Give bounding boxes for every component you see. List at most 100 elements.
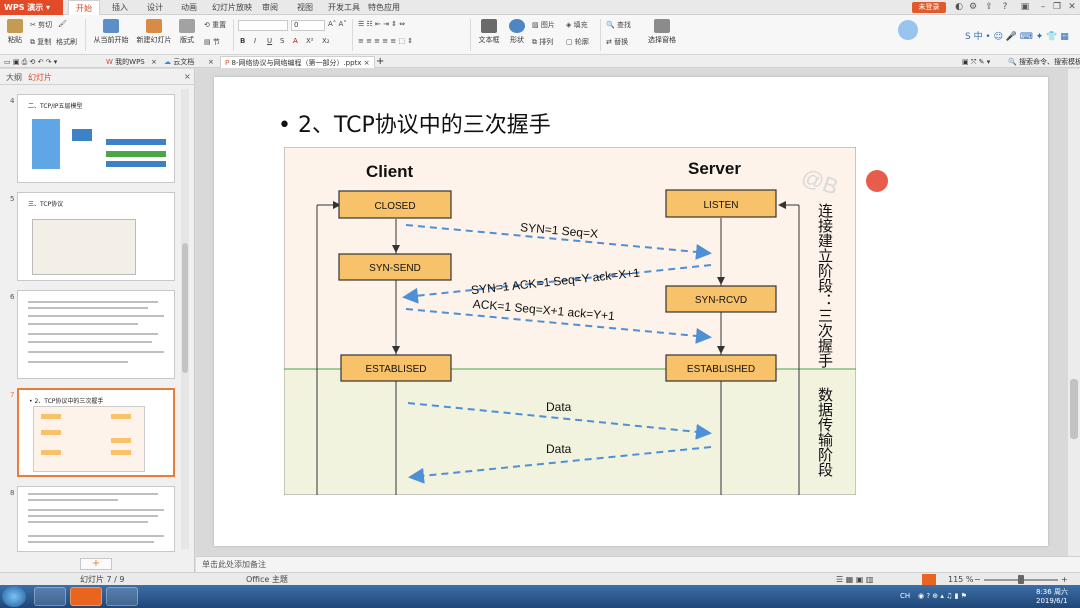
tray-icons[interactable]: ◉ ? ⊕ ▴ ♫ ▮ ⚑ bbox=[918, 592, 967, 600]
tab-cloud-doc[interactable]: ☁ 云文档 bbox=[164, 56, 194, 68]
floating-ball-icon[interactable] bbox=[898, 20, 918, 40]
share-icon[interactable]: ⇪ bbox=[985, 2, 993, 12]
zoom-in-button[interactable]: + bbox=[1061, 575, 1068, 584]
tab-insert[interactable]: 插入 bbox=[112, 3, 128, 12]
data-label-1: Data bbox=[546, 400, 572, 414]
fill-button[interactable]: ◈ 填充 bbox=[566, 21, 588, 29]
canvas-scrollbar-thumb[interactable] bbox=[1070, 379, 1078, 439]
underline-button[interactable]: U bbox=[267, 37, 273, 45]
tcp-handshake-diagram[interactable]: Client Server @B CLOSED SYN-SEND ESTABLI… bbox=[284, 147, 856, 495]
slide-thumbnail-6[interactable] bbox=[17, 290, 175, 379]
login-button[interactable]: 未登录 bbox=[912, 2, 946, 13]
copy-button[interactable]: ⧉ 复制 bbox=[30, 38, 52, 46]
slide-thumbnail-4[interactable]: 二、TCP/IP五层模型 bbox=[17, 94, 175, 183]
thumbnail-scrollbar[interactable] bbox=[181, 89, 189, 549]
cut-button[interactable]: ✂ 剪切 bbox=[30, 21, 53, 29]
tab-developer[interactable]: 开发工具 bbox=[328, 3, 360, 12]
add-slide-button[interactable]: + bbox=[80, 558, 112, 570]
paste-button[interactable]: 粘贴 bbox=[4, 19, 26, 45]
zoom-level[interactable]: 115 % bbox=[948, 575, 974, 584]
input-method-toolbar-icon[interactable]: S 中 • ☺ 🎤 ⌨ ✦ 👕 ▦ bbox=[965, 32, 1069, 42]
slideshow-icon bbox=[103, 19, 119, 33]
italic-button[interactable]: I bbox=[254, 37, 257, 45]
search-command-box[interactable]: 🔍 搜索命令、搜索模板 bbox=[1008, 56, 1080, 68]
shape-icon bbox=[509, 19, 525, 33]
from-current-button[interactable]: 从当前开始 bbox=[90, 19, 132, 45]
tab-home[interactable]: 开始 bbox=[68, 0, 100, 15]
clock-date[interactable]: 2019/6/1 bbox=[1036, 597, 1068, 605]
thumbnail-scrollbar-thumb[interactable] bbox=[182, 243, 188, 373]
skin-icon[interactable]: ◐ bbox=[955, 2, 963, 12]
tab-close-icon[interactable]: × bbox=[363, 59, 370, 67]
tab-close-icon[interactable]: × bbox=[151, 58, 157, 66]
bullet-list-icon[interactable]: ☰ ☷ ⇤ ⇥ ⇕ ⇔ bbox=[358, 20, 406, 28]
start-button[interactable] bbox=[2, 586, 26, 607]
view-icons[interactable]: ☰ ▦ ▣ ▥ bbox=[836, 575, 874, 584]
file-explorer-icon[interactable] bbox=[34, 587, 66, 606]
font-size-dropdown[interactable]: 0 bbox=[291, 20, 325, 31]
section-button[interactable]: ▤ 节 bbox=[204, 38, 220, 46]
state-box-listen bbox=[665, 189, 777, 218]
data-phase-background bbox=[284, 368, 856, 495]
minimize-icon[interactable]: – bbox=[1040, 2, 1046, 12]
find-button[interactable]: 🔍 查找 bbox=[606, 21, 631, 29]
restore-ribbon-icon[interactable]: ▣ bbox=[1020, 2, 1030, 12]
slide-title[interactable]: • 2、TCP协议中的三次握手 bbox=[278, 113, 551, 138]
format-painter-button[interactable]: 格式刷 bbox=[56, 38, 77, 46]
tab-design[interactable]: 设计 bbox=[147, 3, 163, 12]
align-icons[interactable]: ≡ ≡ ≡ ≡ ≡ ⬚ ⇕ bbox=[358, 37, 414, 45]
play-slideshow-button[interactable] bbox=[922, 574, 936, 585]
help-icon[interactable]: ? bbox=[1002, 2, 1008, 12]
tray-lang[interactable]: CH bbox=[900, 592, 911, 600]
strikethrough-button[interactable]: S bbox=[280, 37, 285, 45]
zoom-slider-knob[interactable] bbox=[1018, 575, 1024, 584]
replace-button[interactable]: ⇄ 替换 bbox=[606, 38, 629, 46]
close-icon[interactable]: ✕ bbox=[1068, 2, 1076, 12]
slide-thumbnail-7[interactable]: • 2、TCP协议中的三次握手 bbox=[17, 388, 175, 477]
layout-button[interactable]: 版式 bbox=[176, 19, 198, 45]
tab-slides[interactable]: 幻灯片 bbox=[28, 73, 52, 82]
tab-close-icon[interactable]: × bbox=[208, 58, 214, 66]
tab-review[interactable]: 审阅 bbox=[262, 3, 278, 12]
syn-ack-message-arrow bbox=[402, 264, 712, 304]
quick-access-icons[interactable]: ▭ ▣ ⎙ ⟲ ↶ ↷ ▾ bbox=[4, 58, 58, 66]
tab-my-wps[interactable]: W 我的WPS bbox=[106, 56, 145, 68]
maximize-icon[interactable]: ❐ bbox=[1052, 2, 1062, 12]
settings-icon[interactable]: ⚙ bbox=[968, 2, 978, 12]
picture-button[interactable]: ▨ 图片 bbox=[532, 21, 555, 29]
new-slide-button[interactable]: 新建幻灯片 bbox=[134, 19, 174, 45]
new-tab-button[interactable]: + bbox=[376, 56, 385, 67]
toolbar-right-icons[interactable]: ▣ ⤧ ✎ ▾ bbox=[962, 58, 991, 66]
panel-close-icon[interactable]: × bbox=[184, 72, 191, 81]
app-menu-button[interactable]: WPS 演示 ▾ bbox=[0, 0, 63, 15]
tab-animation[interactable]: 动画 bbox=[181, 3, 197, 12]
slide-thumbnail-5[interactable]: 三、TCP协议 bbox=[17, 192, 175, 281]
font-name-dropdown[interactable] bbox=[238, 20, 288, 31]
slide-thumbnail-8[interactable] bbox=[17, 486, 175, 552]
reset-button[interactable]: ⟲ 重置 bbox=[204, 21, 227, 29]
chrome-taskbar-icon[interactable] bbox=[106, 587, 138, 606]
tab-active-document[interactable]: P 8-网络协议与网络编程（第一部分）.pptx × bbox=[220, 56, 375, 68]
format-painter-icon[interactable]: 🖌 bbox=[58, 20, 67, 28]
notes-area[interactable]: 单击此处添加备注 bbox=[196, 556, 1080, 572]
clock-time[interactable]: 8:36 周六 bbox=[1036, 588, 1068, 596]
font-grow-icon[interactable]: A˄ A˅ bbox=[328, 20, 347, 28]
tab-outline[interactable]: 大纲 bbox=[6, 73, 22, 82]
slide[interactable]: • 2、TCP协议中的三次握手 Client Server @B bbox=[214, 77, 1048, 546]
tab-view[interactable]: 视图 bbox=[297, 3, 313, 12]
zoom-out-button[interactable]: − bbox=[974, 575, 981, 584]
shape-button[interactable]: 形状 bbox=[506, 19, 528, 45]
select-pane-button[interactable]: 选择窗格 bbox=[646, 19, 678, 45]
outline-button[interactable]: ▢ 轮廓 bbox=[566, 38, 589, 46]
bold-button[interactable]: B bbox=[240, 37, 246, 45]
tab-special[interactable]: 特色应用 bbox=[368, 3, 400, 12]
wps-presentation-taskbar-icon[interactable] bbox=[70, 587, 102, 606]
text-box-button[interactable]: 文本框 bbox=[476, 19, 502, 45]
canvas-vertical-scrollbar[interactable] bbox=[1068, 69, 1080, 556]
thumb-text-line bbox=[28, 307, 148, 309]
tab-slideshow[interactable]: 幻灯片放映 bbox=[212, 3, 252, 12]
font-color-icon[interactable]: A bbox=[293, 37, 298, 45]
superscript-button[interactable]: X² bbox=[306, 37, 314, 45]
subscript-button[interactable]: X₂ bbox=[322, 37, 330, 45]
arrange-button[interactable]: ⧉ 排列 bbox=[532, 38, 554, 46]
